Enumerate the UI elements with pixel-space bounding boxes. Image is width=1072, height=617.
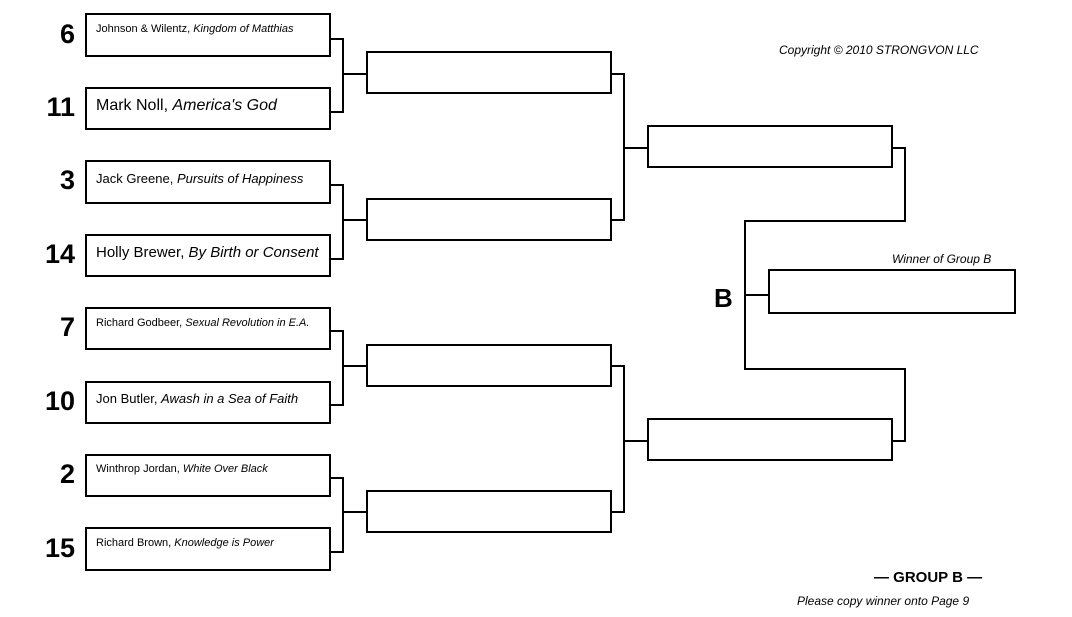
- entry-author: Holly Brewer,: [96, 244, 189, 261]
- entry-author: Jon Butler,: [96, 391, 162, 406]
- round3-slot[interactable]: [647, 418, 893, 461]
- round2-slot[interactable]: [366, 344, 612, 387]
- matchup-entry[interactable]: Jon Butler, Awash in a Sea of Faith: [85, 381, 331, 424]
- seed-number: 15: [44, 533, 75, 563]
- entry-author: Winthrop Jordan,: [96, 463, 183, 475]
- matchup-entry[interactable]: Winthrop Jordan, White Over Black: [85, 454, 331, 497]
- seed-number: 14: [44, 239, 75, 269]
- entry-title: Awash in a Sea of Faith: [161, 391, 299, 406]
- round2-slot[interactable]: [366, 51, 612, 94]
- entry-author: Richard Brown,: [96, 537, 175, 549]
- entry-author: Jack Greene,: [96, 171, 177, 186]
- winner-label: Winner of Group B: [892, 252, 992, 266]
- seed-number: 11: [46, 92, 75, 122]
- round3-slot[interactable]: [647, 125, 893, 168]
- round2-slot[interactable]: [366, 198, 612, 241]
- matchup-entry[interactable]: Richard Brown, Knowledge is Power: [85, 527, 331, 571]
- entry-title: Sexual Revolution in E.A.: [185, 317, 310, 329]
- seed-number: 2: [59, 459, 75, 489]
- copyright-text: Copyright © 2010 STRONGVON LLC: [779, 43, 979, 57]
- entry-title: By Birth or Consent: [188, 244, 319, 261]
- entry-author: Johnson & Wilentz,: [96, 23, 194, 35]
- winner-slot[interactable]: [768, 269, 1016, 314]
- entry-title: Pursuits of Happiness: [176, 171, 304, 186]
- entry-title: Knowledge is Power: [174, 537, 274, 549]
- entry-title: America's God: [172, 97, 277, 114]
- matchup-entry[interactable]: Mark Noll, America's God: [85, 87, 331, 130]
- entry-title: White Over Black: [182, 463, 268, 475]
- matchup-entry[interactable]: Holly Brewer, By Birth or Consent: [85, 234, 331, 277]
- group-title: — GROUP B —: [874, 569, 983, 586]
- matchup-entry[interactable]: Jack Greene, Pursuits of Happiness: [85, 160, 331, 204]
- entry-title: Kingdom of Matthias: [193, 23, 294, 35]
- matchup-entry[interactable]: Johnson & Wilentz, Kingdom of Matthias: [85, 13, 331, 57]
- seed-number: 6: [59, 19, 75, 49]
- group-letter: B: [714, 283, 733, 313]
- seed-number: 7: [59, 312, 75, 342]
- seed-number: 10: [44, 386, 75, 416]
- entry-author: Richard Godbeer,: [96, 317, 186, 329]
- instruction-text: Please copy winner onto Page 9: [797, 594, 970, 608]
- entry-author: Mark Noll,: [96, 97, 173, 114]
- seed-number: 3: [59, 165, 75, 195]
- round2-slot[interactable]: [366, 490, 612, 533]
- matchup-entry[interactable]: Richard Godbeer, Sexual Revolution in E.…: [85, 307, 331, 350]
